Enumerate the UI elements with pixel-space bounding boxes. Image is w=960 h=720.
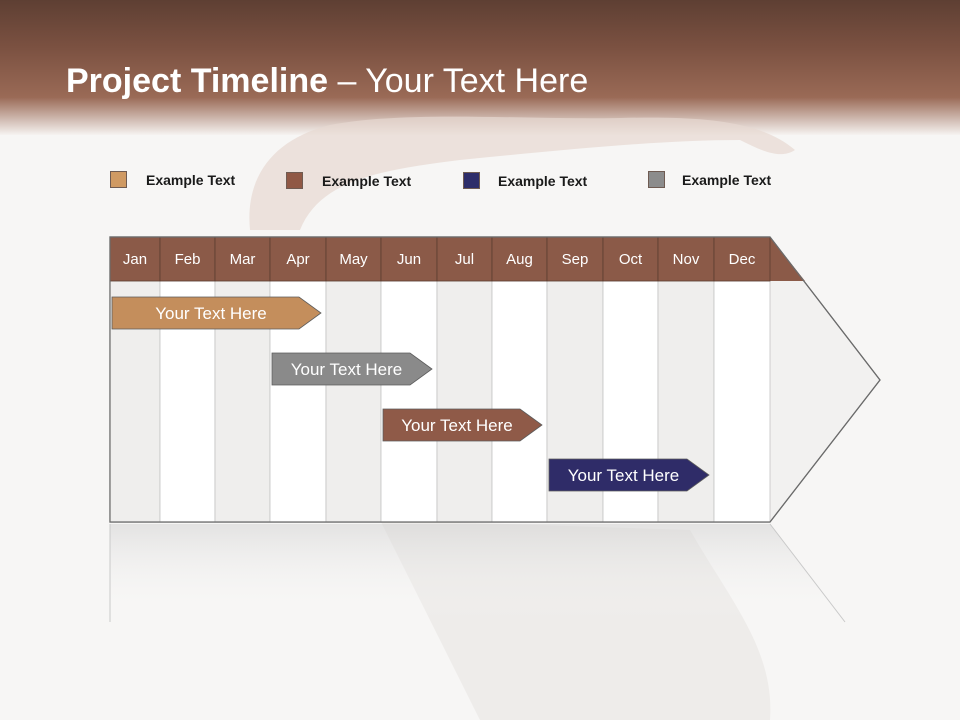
month-label-dec: Dec [729, 251, 756, 268]
month-label-mar: Mar [230, 251, 256, 268]
month-label-aug: Aug [506, 251, 533, 268]
timeline-arrow-outline [109, 236, 881, 523]
legend-label-2: Example Text [322, 173, 412, 189]
month-column-may [325, 280, 382, 523]
task-bar-label-4: Your Text Here [568, 466, 680, 485]
month-label-jun: Jun [397, 251, 421, 268]
legend-label-3: Example Text [498, 173, 588, 189]
month-label-nov: Nov [673, 251, 700, 268]
page-title-main: Project Timeline [66, 62, 329, 100]
task-bar-2[interactable] [271, 352, 433, 386]
month-label-jul: Jul [455, 251, 474, 268]
month-header-jan [109, 236, 161, 282]
month-header-oct [602, 236, 659, 282]
month-label-feb: Feb [175, 251, 201, 268]
task-bar-1[interactable] [111, 296, 322, 330]
month-header-jul [436, 236, 493, 282]
page-title: Project Timeline – Your Text Here [66, 58, 588, 104]
task-bar-4[interactable] [548, 458, 710, 492]
month-label-apr: Apr [286, 251, 309, 268]
month-header-jun [380, 236, 438, 282]
timeline-reflection [110, 524, 845, 622]
month-label-jan: Jan [123, 251, 147, 268]
month-label-may: May [339, 251, 368, 268]
header-band [0, 0, 960, 135]
page-title-subtitle: – Your Text Here [328, 62, 589, 100]
month-column-jun [380, 280, 438, 523]
month-headers: Jan Feb Mar Apr May Jun Jul Aug Sep Oct Nov Dec [109, 236, 771, 282]
task-bar-label-1: Your Text Here [155, 304, 267, 323]
month-column-jul [436, 280, 493, 523]
legend-label-4: Example Text [682, 172, 772, 188]
task-bar-label-2: Your Text Here [291, 360, 403, 379]
legend-swatch-4 [648, 171, 665, 188]
legend-swatch-1 [110, 171, 127, 188]
legend-swatch-3 [463, 172, 480, 189]
task-bar-label-3: Your Text Here [401, 416, 513, 435]
reflection-edge-right [769, 523, 846, 623]
legend-swatch-2 [286, 172, 303, 189]
month-header-sep [546, 236, 604, 282]
month-column-dec [713, 280, 771, 523]
month-header-dec [713, 236, 771, 282]
month-column-aug [491, 280, 548, 523]
month-label-sep: Sep [562, 251, 589, 268]
month-header-aug [491, 236, 548, 282]
month-header-nov [657, 236, 715, 282]
month-header-mar [214, 236, 271, 282]
legend-label-1: Example Text [146, 172, 236, 188]
month-label-oct: Oct [619, 251, 643, 268]
task-bar-3[interactable] [382, 408, 543, 442]
